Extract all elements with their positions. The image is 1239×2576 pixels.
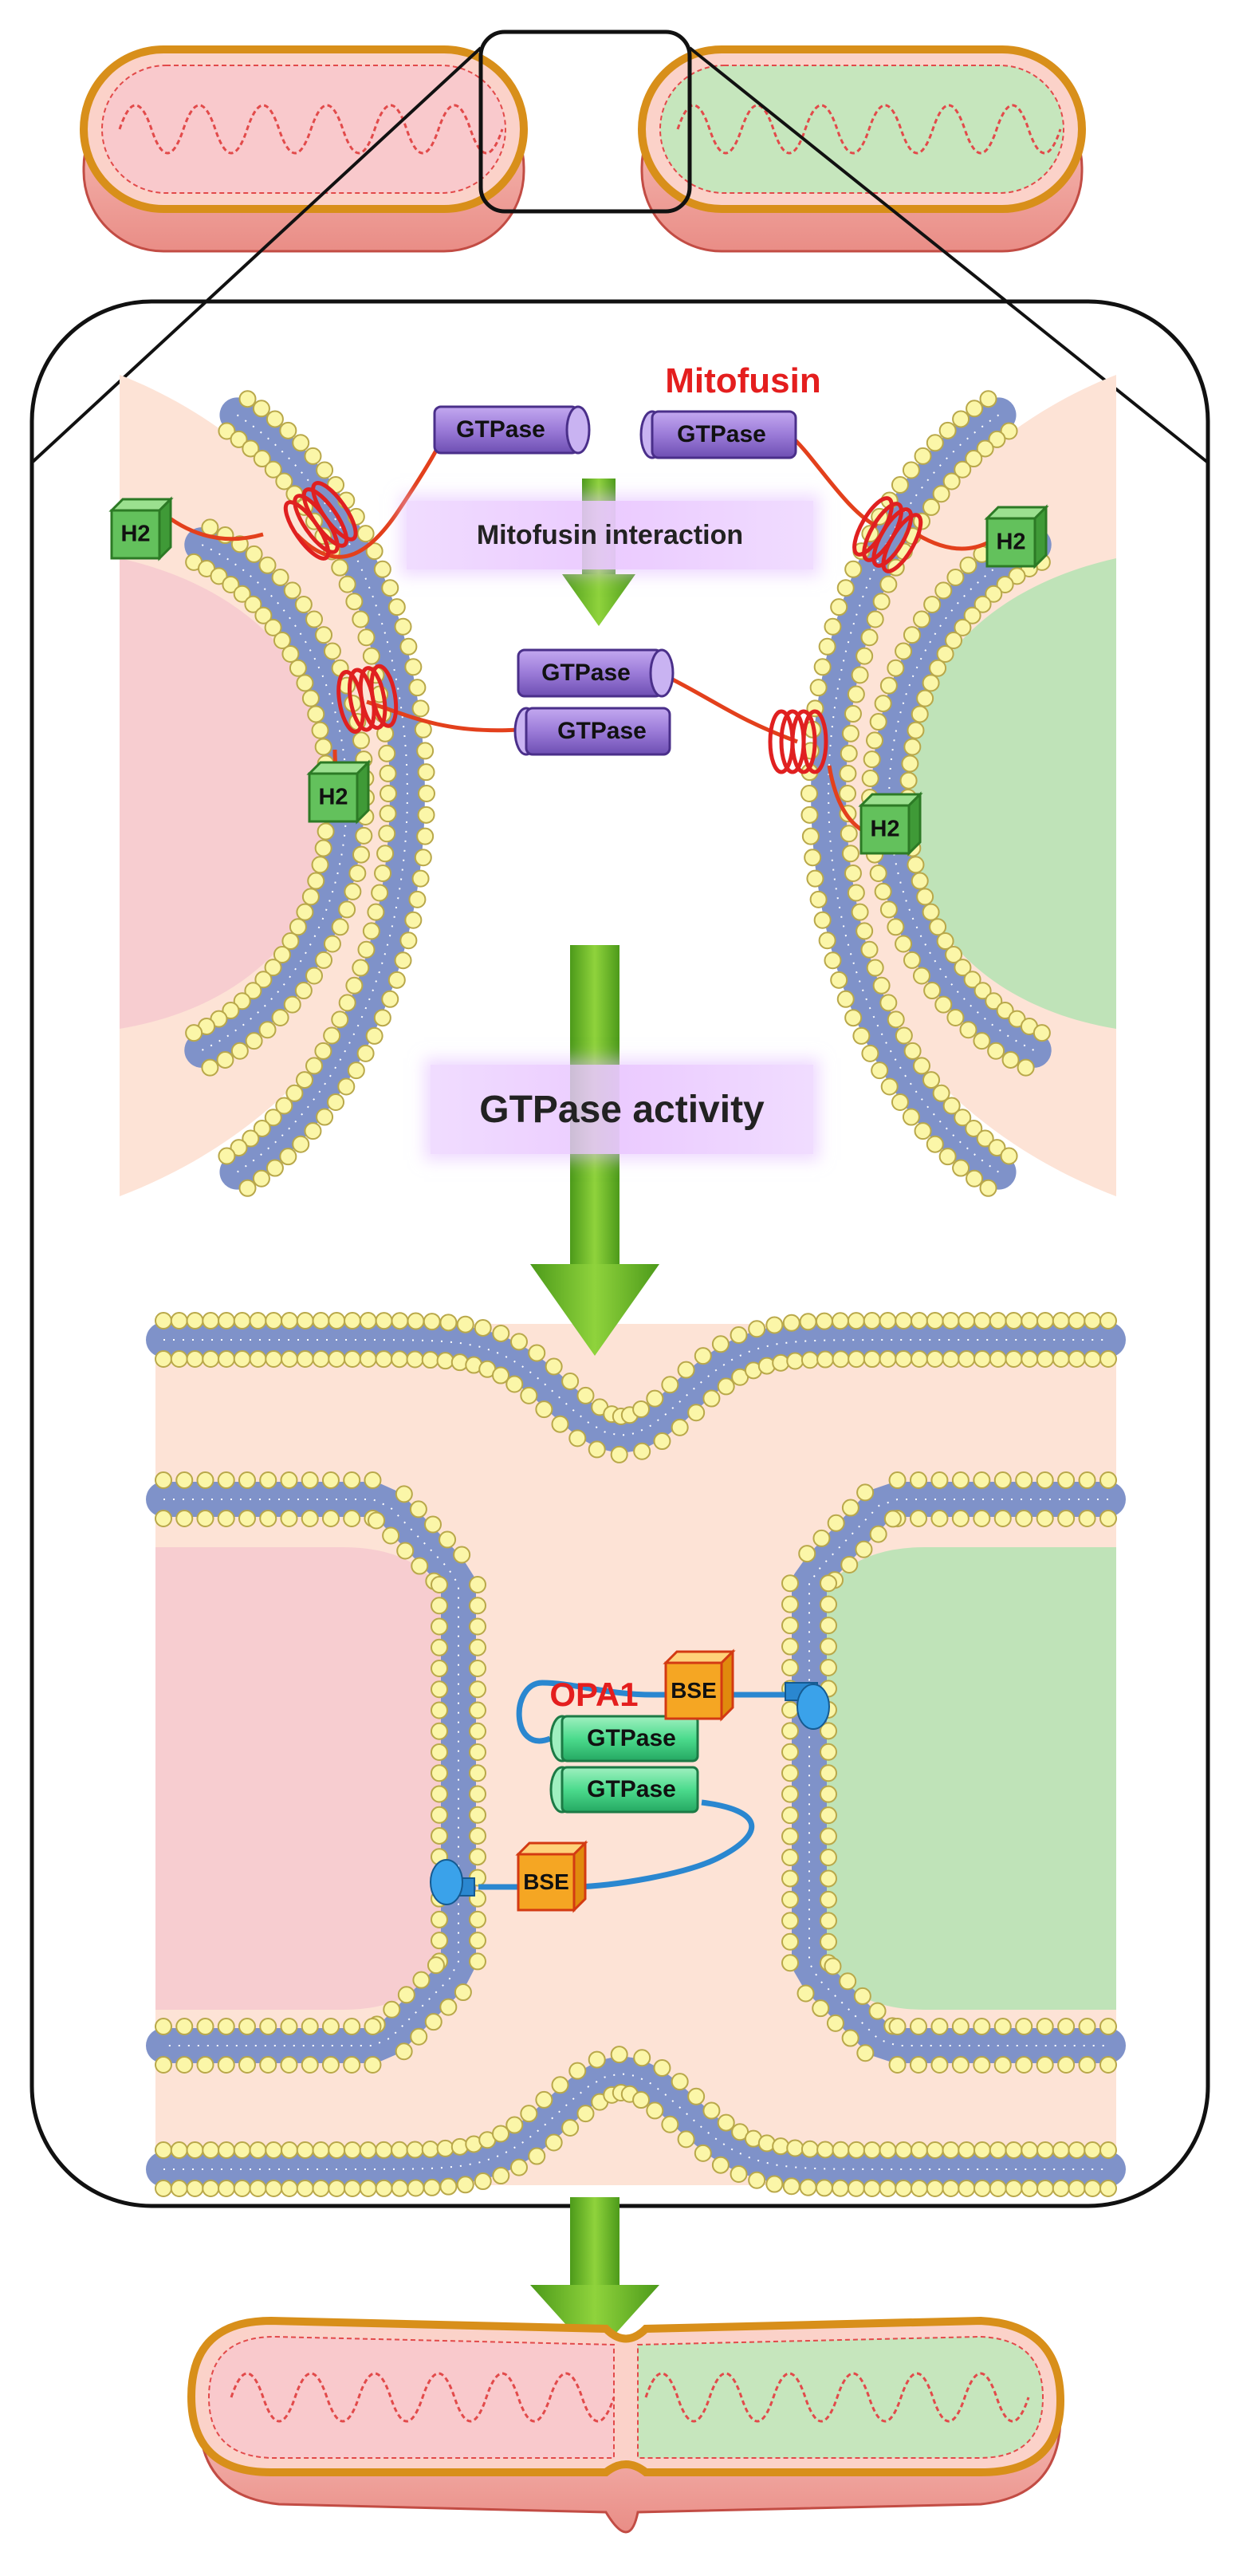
bse-box-lower [515,1840,588,1913]
anchor-right [785,1682,830,1730]
h2-cube-1 [108,496,174,561]
h2-label-3: H2 [996,529,1026,555]
arrow-final-down [530,2197,659,2357]
coil-left-bottom [336,664,399,735]
outer-membrane-bottom [146,2046,1126,2197]
fused-mitochondrion [187,2316,1065,2534]
upper-membrane-scene [120,375,1116,1197]
inner-membrane-right [781,1471,1126,2074]
mitofusin-interaction-panel: Mitofusin interaction [407,501,813,569]
opa1-tether-upper [516,1680,789,1744]
gtpase-label-3: GTPase [541,660,631,686]
outer-membrane-right [800,390,1018,1197]
opa1-gtpase-label-2: GTPase [587,1776,676,1802]
gtpase-cylinder-2 [639,410,797,459]
detail-frame [30,299,1210,2208]
bse-label-upper: BSE [671,1678,717,1703]
opa1-gtpase-cylinder-1 [549,1715,699,1763]
h2-cube-2 [306,759,372,825]
anchor-left [430,1859,475,1905]
outer-membrane-left [218,390,435,1197]
opa1-label: OPA1 [549,1676,639,1713]
coil-right-bottom [768,709,828,774]
h2-label-1: H2 [120,521,151,547]
gtpase-activity-panel: GTPase activity [431,1065,813,1154]
h2-cube-4 [858,791,923,857]
gtpase-cylinder-3 [517,648,675,698]
zoom-indicator [30,30,1210,464]
mitofusin-right-bottom [660,672,863,832]
gtpase-label-2: GTPase [677,421,766,447]
mitochondrion-right [638,45,1086,253]
bse-label-lower: BSE [523,1869,569,1894]
coil-left-top [283,481,358,561]
opa1-gtpase-label-1: GTPase [587,1725,676,1751]
h2-label-4: H2 [870,816,900,842]
coil-right-top [852,496,923,573]
opa1-tether-lower [478,1799,755,1890]
gtpase-cylinder-4 [513,707,671,756]
outer-membrane-top [146,1312,1126,1463]
gtpase-label-4: GTPase [557,718,647,744]
gtpase-label-1: GTPase [456,416,545,443]
h2-label-2: H2 [318,784,348,810]
gtpase-activity-label: GTPase activity [479,1088,765,1131]
mitofusin-interaction-label: Mitofusin interaction [476,519,744,550]
inner-membrane-left [146,1471,486,2074]
bse-box-upper [663,1648,736,1722]
gtpase-cylinder-1 [433,405,591,455]
mitochondrion-left [80,45,528,253]
mitofusin-label: Mitofusin [665,361,821,400]
h2-cube-3 [984,504,1049,569]
opa1-gtpase-cylinder-2 [549,1766,699,1814]
